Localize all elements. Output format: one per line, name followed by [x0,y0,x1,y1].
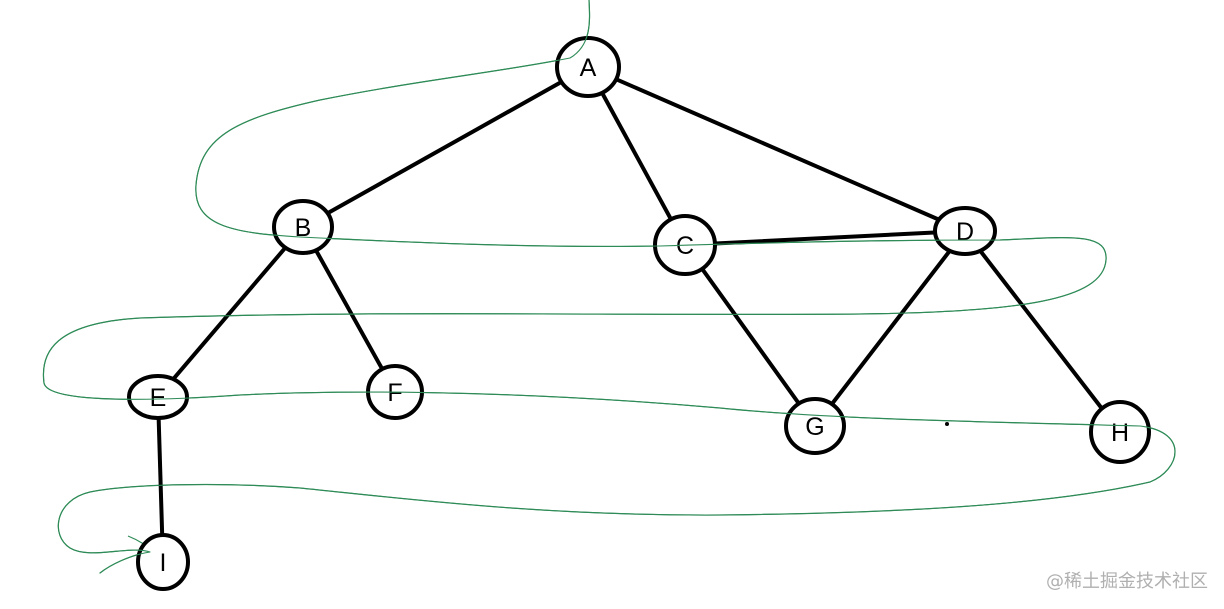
node-circle [784,397,846,455]
node-label: D [956,218,974,246]
node-label: G [805,413,824,441]
edge-c-d [683,229,967,247]
node-a: A [555,36,621,98]
edge-a-b [301,65,590,229]
traversal-path-overlay [42,0,1176,574]
node-label: A [580,54,597,82]
edge-d-g [813,229,967,428]
edge-a-c [586,65,687,247]
edge-d-h [963,229,1122,434]
node-circle [127,374,189,420]
node-i: I [136,533,190,591]
node-d: D [933,206,997,256]
edge-c-g [683,243,817,428]
node-label: E [150,384,167,412]
node-label: F [387,379,402,407]
node-h: H [1089,400,1151,464]
node-circle [555,36,621,98]
watermark: @稀土掘金技术社区 [1046,571,1208,592]
edge-a-d [586,65,967,233]
node-label: H [1111,419,1129,447]
node-layer: A B C D E F G H I [127,36,1151,591]
node-circle [1089,400,1151,464]
node-circle [272,199,334,255]
edge-b-e [156,225,305,399]
node-label: B [295,214,312,242]
node-label: I [160,549,167,577]
node-label: C [676,232,694,260]
node-b: B [272,199,334,255]
node-g: G [784,397,846,455]
stray-dot [945,422,949,426]
node-circle [136,533,190,591]
edge-b-f [301,225,397,394]
node-circle [933,206,997,256]
node-e: E [127,374,189,420]
